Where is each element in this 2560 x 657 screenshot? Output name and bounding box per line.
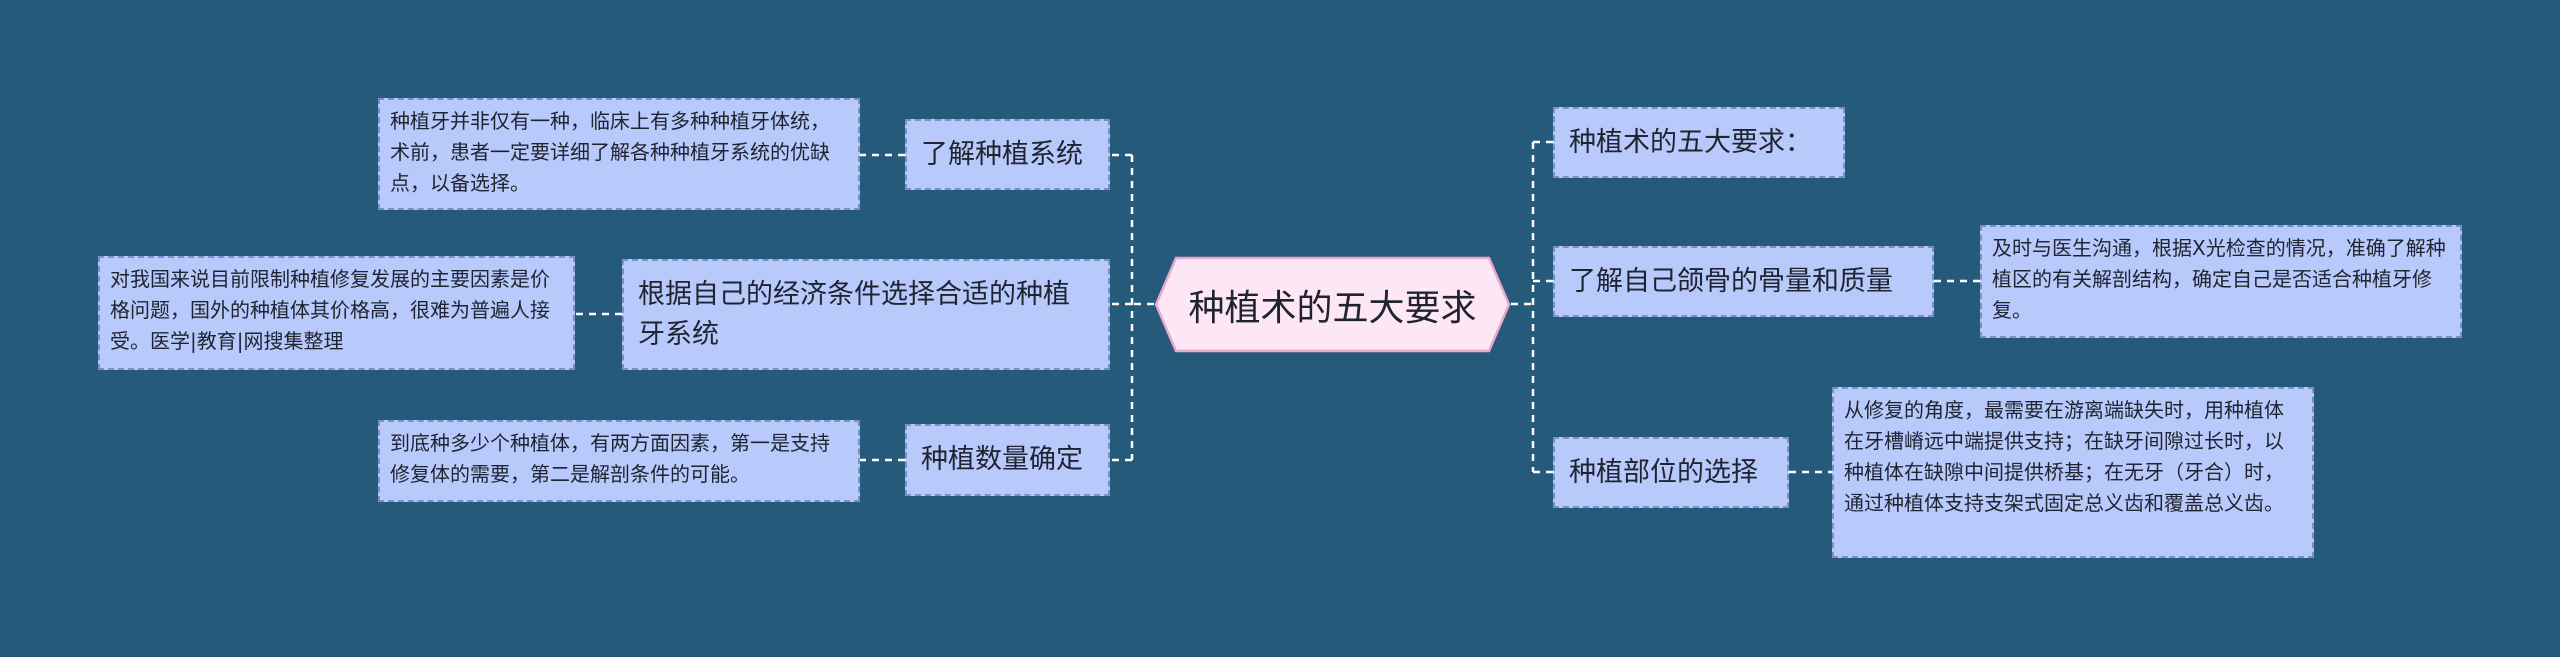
note-text: 对我国来说目前限制种植修复发展的主要因素是价格问题，国外的种植体其价格高，很难为… <box>110 267 550 353</box>
root-topic[interactable]: 种植术的五大要求 <box>1154 256 1511 353</box>
branch-implant-quantity[interactable]: 种植数量确定 <box>905 424 1110 496</box>
note-text: 种植牙并非仅有一种，临床上有多种种植牙体统，术前，患者一定要详细了解各种种植牙系… <box>390 109 830 195</box>
branch-label: 种植数量确定 <box>921 444 1083 475</box>
branch-label: 种植部位的选择 <box>1569 456 1758 488</box>
note-implant-site: 从修复的角度，最需要在游离端缺失时，用种植体在牙槽嵴远中端提供支持；在缺牙间隙过… <box>1832 387 2314 558</box>
branch-understand-system[interactable]: 了解种植系统 <box>905 119 1110 190</box>
root-label: 种植术的五大要求 <box>1188 287 1477 329</box>
branch-label: 根据自己的经济条件选择合适的种植牙系统 <box>638 278 1070 350</box>
note-text: 及时与医生沟通，根据X光检查的情况，准确了解种植区的有关解剖结构，确定自己是否适… <box>1992 236 2446 322</box>
note-jawbone-quality: 及时与医生沟通，根据X光检查的情况，准确了解种植区的有关解剖结构，确定自己是否适… <box>1980 225 2462 338</box>
branch-label: 种植术的五大要求： <box>1569 126 1812 158</box>
note-economic-choice: 对我国来说目前限制种植修复发展的主要因素是价格问题，国外的种植体其价格高，很难为… <box>98 256 575 370</box>
branch-label: 了解自己颌骨的骨量和质量 <box>1569 265 1893 297</box>
note-understand-system: 种植牙并非仅有一种，临床上有多种种植牙体统，术前，患者一定要详细了解各种种植牙系… <box>378 98 860 210</box>
branch-implant-site[interactable]: 种植部位的选择 <box>1553 437 1789 508</box>
branch-jawbone-quality[interactable]: 了解自己颌骨的骨量和质量 <box>1553 246 1934 317</box>
note-text: 到底种多少个种植体，有两方面因素，第一是支持修复体的需要，第二是解剖条件的可能。 <box>390 431 830 486</box>
root-shape <box>1154 256 1511 353</box>
note-implant-quantity: 到底种多少个种植体，有两方面因素，第一是支持修复体的需要，第二是解剖条件的可能。 <box>378 420 860 502</box>
branch-economic-choice[interactable]: 根据自己的经济条件选择合适的种植牙系统 <box>622 259 1110 370</box>
branch-label: 了解种植系统 <box>921 138 1083 170</box>
note-text: 从修复的角度，最需要在游离端缺失时，用种植体在牙槽嵴远中端提供支持；在缺牙间隙过… <box>1844 398 2284 515</box>
branch-five-requirements[interactable]: 种植术的五大要求： <box>1553 107 1845 178</box>
